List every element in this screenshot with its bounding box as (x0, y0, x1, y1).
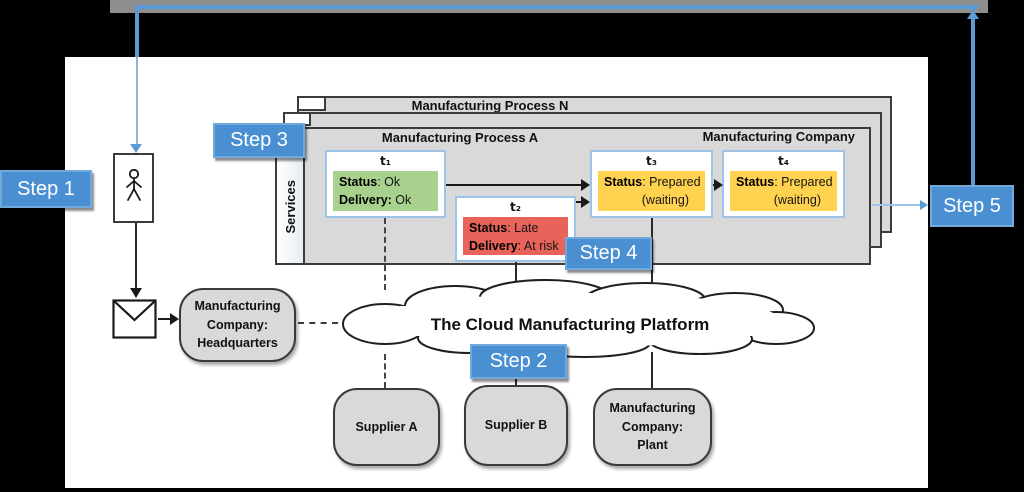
task-t3-title: t₃ (646, 154, 657, 168)
status-line: Status: Prepared (736, 175, 833, 189)
arrowhead-hq (170, 313, 179, 325)
arrowhead-envelope (130, 288, 142, 298)
arrowhead-step5 (920, 200, 928, 210)
arrow-up-icon (967, 10, 979, 19)
hq-line: Manufacturing (194, 298, 281, 313)
task-t2: t₂ Status: Late Delivery: At risk (455, 196, 576, 262)
arrowhead-t2-t3 (581, 196, 590, 208)
task-t1-title: t₁ (380, 154, 391, 168)
node-plant: Manufacturing Company: Plant (593, 388, 712, 466)
step-2-label: Step 2 (470, 344, 567, 379)
connector-t1-cloud (384, 218, 386, 290)
feedback-connector-left-vertical (135, 5, 139, 58)
panel-n-tab (297, 96, 326, 111)
actor-icon (125, 169, 142, 201)
supplier-b-label: Supplier B (484, 418, 548, 433)
panel-n-title: Manufacturing Process N (411, 98, 569, 113)
connector-panel-step5 (872, 204, 921, 206)
connector-actor-envelope (135, 223, 137, 289)
step-3-label: Step 3 (213, 123, 305, 158)
plant-line: Manufacturing (609, 400, 696, 415)
connector-cloud-plant (651, 352, 653, 388)
task-t3-status: Status: Prepared (waiting) (598, 171, 705, 211)
services-lane: Services (275, 149, 305, 265)
task-t4-status: Status: Prepared (waiting) (730, 171, 837, 211)
task-t1-status: Status: Ok Delivery: Ok (333, 171, 438, 211)
status-line: Status: Late (469, 221, 539, 235)
feedback-connector-right-vertical (971, 9, 975, 185)
connector-step2-supplier-b (515, 379, 517, 388)
status-line: Status: Prepared (604, 175, 701, 189)
hq-line: Company: (206, 317, 269, 332)
waiting-line: (waiting) (641, 193, 689, 208)
feedback-connector-to-actor (136, 57, 138, 145)
plant-line: Company: (621, 419, 684, 434)
step-4-label: Step 4 (565, 237, 652, 270)
task-t2-status: Status: Late Delivery: At risk (463, 217, 568, 255)
connector-hq-cloud (298, 322, 338, 324)
arrow-t1-t3 (446, 184, 582, 186)
task-t4-title: t₄ (778, 154, 789, 168)
node-headquarters: Manufacturing Company: Headquarters (179, 288, 296, 362)
actor-node (113, 153, 154, 223)
cloud-title: The Cloud Manufacturing Platform (430, 315, 710, 334)
connector-t3-cloud (651, 218, 653, 290)
connector-t2-cloud (515, 262, 517, 290)
hq-line: Headquarters (197, 336, 278, 351)
connector-cloud-supplier-a (384, 354, 386, 388)
panel-a-title: Manufacturing Process A (381, 130, 539, 145)
delivery-line: Delivery: Ok (339, 193, 412, 208)
status-line: Status: Ok (339, 175, 401, 189)
step-5-label: Step 5 (930, 185, 1014, 227)
feedback-connector-horizontal (137, 5, 978, 9)
waiting-line: (waiting) (773, 193, 821, 208)
envelope-icon (112, 299, 157, 339)
connector-envelope-hq (158, 318, 171, 320)
step-1-label: Step 1 (0, 170, 92, 208)
task-t4: t₄ Status: Prepared (waiting) (722, 150, 845, 218)
task-t2-title: t₂ (510, 200, 521, 214)
company-label: Manufacturing Company (702, 129, 855, 144)
arrow-t2-t3 (576, 201, 582, 203)
arrowhead-t3-t4 (714, 179, 723, 191)
node-supplier-a: Supplier A (333, 388, 440, 466)
task-t3: t₃ Status: Prepared (waiting) (590, 150, 713, 218)
arrowhead-t1-t3 (581, 179, 590, 191)
task-t1: t₁ Status: Ok Delivery: Ok (325, 150, 446, 218)
arrow-down-icon (130, 144, 142, 153)
services-label: Services (282, 180, 298, 234)
supplier-a-label: Supplier A (355, 419, 418, 434)
node-supplier-b: Supplier B (464, 385, 568, 466)
plant-line: Plant (637, 438, 668, 453)
delivery-line: Delivery: At risk (469, 239, 559, 254)
